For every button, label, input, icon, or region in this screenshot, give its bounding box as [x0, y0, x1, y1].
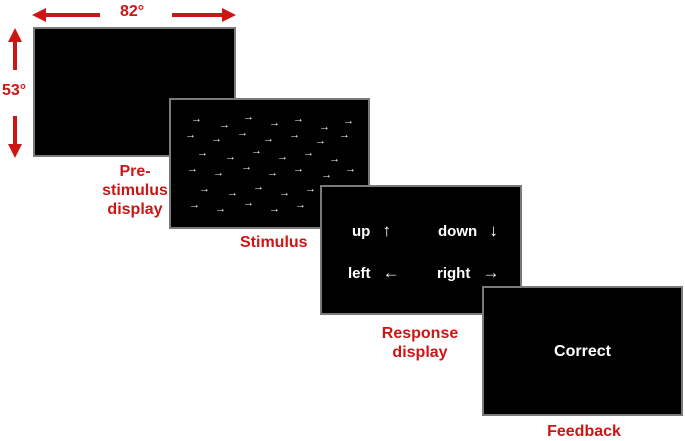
right-arrow-icon: → — [482, 263, 500, 282]
stimulus-arrow-icon: → — [279, 187, 290, 199]
feedback-screen: Correct — [482, 286, 683, 416]
down-arrow-icon: ↓ — [489, 221, 498, 240]
response-left-label: left — [348, 265, 371, 282]
stimulus-arrow-icon: → — [191, 113, 202, 125]
stimulus-arrow-icon: → — [315, 135, 326, 147]
response-label-line1: Response — [381, 325, 459, 342]
prestimulus-label-line2: stimulus — [102, 182, 168, 199]
stimulus-arrow-icon: → — [329, 153, 340, 165]
stimulus-arrow-icon: → — [321, 169, 332, 181]
response-label: Response display — [370, 324, 470, 362]
stimulus-arrow-icon: → — [243, 197, 254, 209]
response-right-label: right — [437, 265, 471, 282]
stimulus-arrow-icon: → — [185, 129, 196, 141]
stimulus-arrow-icon: → — [241, 161, 252, 173]
prestimulus-label-line3: display — [107, 201, 163, 218]
stimulus-arrow-icon: → — [263, 133, 274, 145]
stimulus-arrow-icon: → — [277, 151, 288, 163]
response-up-label: up — [352, 223, 371, 240]
left-arrow-icon: ← — [382, 263, 400, 282]
stimulus-arrow-icon: → — [267, 167, 278, 179]
stimulus-arrow-icon: → — [243, 111, 254, 123]
width-arrow-right-head — [222, 8, 236, 22]
response-down-label: down — [438, 223, 478, 240]
stimulus-label: Stimulus — [240, 234, 308, 251]
stimulus-arrow-icon: → — [215, 203, 226, 215]
stimulus-arrow-icon: → — [187, 163, 198, 175]
stimulus-arrow-icon: → — [269, 117, 280, 129]
stimulus-arrow-icon: → — [237, 127, 248, 139]
width-label: 82° — [120, 3, 145, 20]
stimulus-arrow-icon: → — [225, 151, 236, 163]
stimulus-arrow-icon: → — [345, 163, 356, 175]
response-right: right → — [437, 263, 500, 283]
stimulus-arrow-icon: → — [213, 167, 224, 179]
stimulus-arrow-icon: → — [305, 183, 316, 195]
stimulus-arrow-icon: → — [293, 113, 304, 125]
height-arrow-down-head — [8, 144, 22, 158]
stimulus-arrow-icon: → — [269, 203, 280, 215]
stimulus-arrow-icon: → — [251, 145, 262, 157]
height-label: 53° — [2, 82, 27, 99]
stimulus-arrow-icon: → — [199, 183, 210, 195]
response-down: down ↓ — [438, 221, 498, 241]
stimulus-arrow-icon: → — [289, 129, 300, 141]
up-arrow-icon: ↑ — [382, 221, 392, 240]
stimulus-arrow-icon: → — [219, 119, 230, 131]
width-arrow-left-head — [32, 8, 46, 22]
stimulus-arrow-icon: → — [211, 133, 222, 145]
stimulus-arrow-icon: → — [189, 199, 200, 211]
stimulus-arrow-icon: → — [227, 187, 238, 199]
stimulus-arrow-icon: → — [295, 199, 306, 211]
height-arrow-up-head — [8, 28, 22, 42]
stimulus-arrow-icon: → — [343, 115, 354, 127]
stimulus-arrow-icon: → — [253, 181, 264, 193]
stimulus-arrow-icon: → — [339, 129, 350, 141]
response-left: left ← — [348, 263, 400, 283]
stimulus-arrow-icon: → — [303, 147, 314, 159]
stimulus-arrow-icon: → — [293, 163, 304, 175]
response-label-line2: display — [392, 344, 448, 361]
feedback-text: Correct — [554, 343, 611, 360]
prestimulus-label-line1: Pre- — [119, 163, 151, 180]
stimulus-arrow-icon: → — [197, 147, 208, 159]
feedback-label: Feedback — [547, 423, 621, 440]
response-up: up ↑ — [352, 221, 391, 241]
prestimulus-label: Pre- stimulus display — [85, 162, 185, 219]
stimulus-arrow-icon: → — [319, 121, 330, 133]
